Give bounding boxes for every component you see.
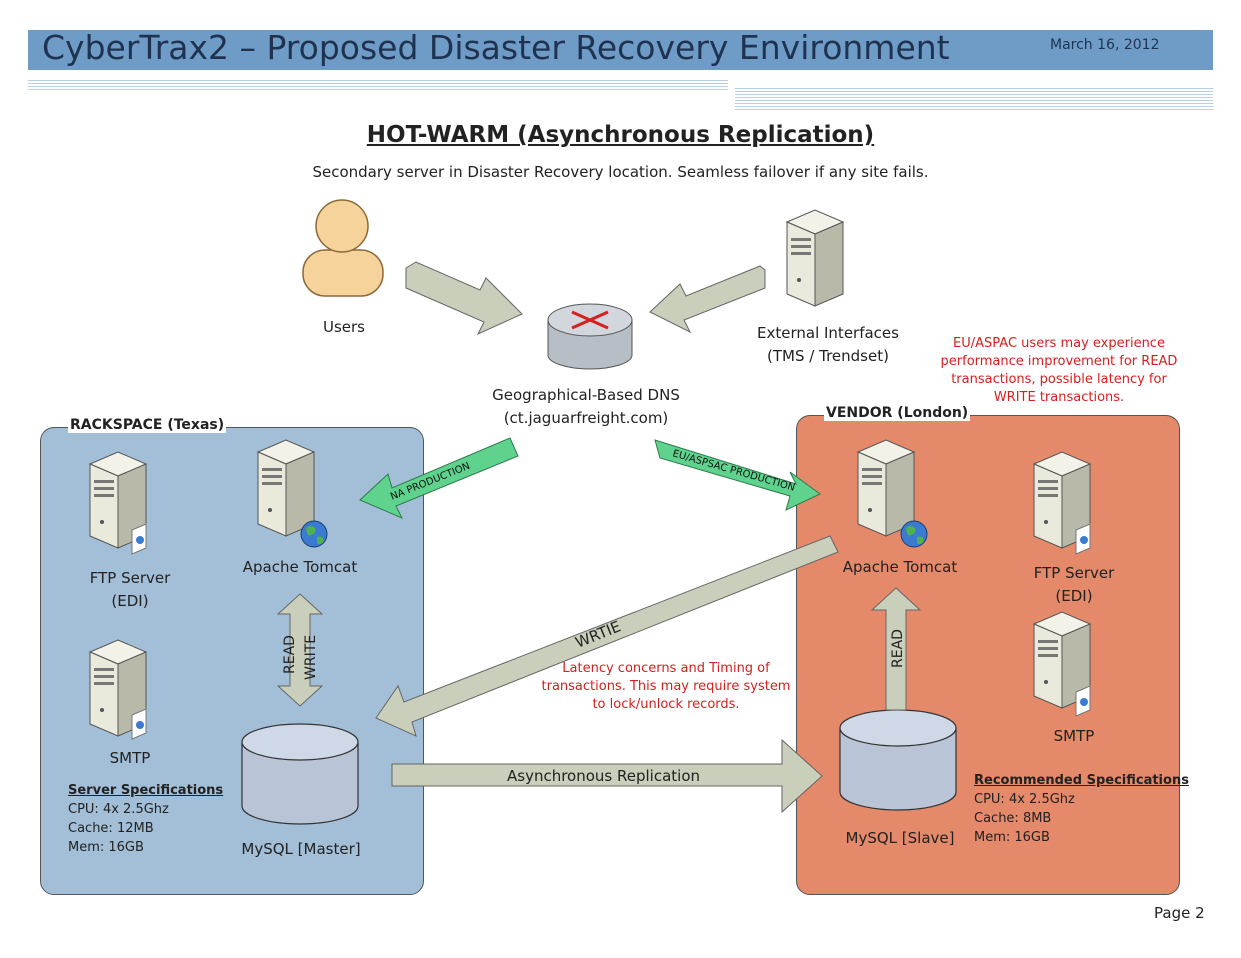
ftp-server-sublabel: (EDI) [111, 592, 149, 610]
external-server-icon [786, 209, 844, 307]
spec-cache: Cache: 12MB [68, 821, 154, 836]
na-production-label: NA PRODUCTION [389, 461, 472, 503]
tomcat-server-icon [257, 439, 315, 537]
server-specifications: Server Specifications CPU: 4x 2.5Ghz Cac… [68, 781, 223, 857]
globe-icon [900, 520, 928, 548]
rackspace-label: RACKSPACE (Texas) [68, 417, 227, 433]
dns-sublabel: (ct.jaguarfreight.com) [503, 409, 669, 427]
header-stripes [735, 88, 1213, 110]
note-line: Latency concerns and Timing of [562, 661, 770, 676]
users-label: Users [322, 318, 365, 336]
note-line: EU/ASPAC users may experience [953, 336, 1165, 351]
note-line: WRITE transactions. [993, 390, 1125, 405]
header-bar [28, 30, 1213, 70]
page-date: March 16, 2012 [1050, 37, 1160, 53]
spec-mem: Mem: 16GB [68, 840, 144, 855]
smtp-label: SMTP [1053, 727, 1095, 745]
tomcat-server-icon [857, 439, 915, 537]
page-title: CyberTrax2 – Proposed Disaster Recovery … [42, 28, 950, 67]
ftp-server-sublabel: (EDI) [1055, 587, 1093, 605]
diagram-title: HOT-WARM (Asynchronous Replication) [366, 122, 875, 148]
external-interfaces-label: External Interfaces [757, 324, 899, 342]
note-line: transactions. This may require system [541, 679, 791, 694]
write-cross-arrow [375, 535, 839, 737]
read-write-arrow [276, 593, 324, 707]
vendor-label: VENDOR (London) [824, 405, 971, 421]
recommended-specifications: Recommended Specifications CPU: 4x 2.5Gh… [974, 771, 1189, 847]
eu-latency-note: EU/ASPAC users may experience performanc… [916, 335, 1202, 407]
external-to-dns-arrow [649, 265, 766, 334]
write-latency-note: Latency concerns and Timing of transacti… [526, 660, 806, 714]
ftp-server-label: FTP Server [1033, 564, 1115, 582]
write-left-label: WRITE [303, 635, 319, 680]
mysql-master-label: MySQL [Master] [241, 840, 361, 858]
router-icon [547, 303, 633, 370]
specs-title: Recommended Specifications [974, 773, 1189, 788]
header-stripes [28, 78, 728, 90]
spec-cache: Cache: 8MB [974, 811, 1052, 826]
diagram-subtitle: Secondary server in Disaster Recovery lo… [312, 163, 929, 181]
note-line: transactions, possible latency for [951, 372, 1167, 387]
spec-mem: Mem: 16GB [974, 830, 1050, 845]
mysql-master-database-icon [241, 723, 359, 825]
read-left-label: READ [282, 635, 298, 674]
eu-production-label: EU/ASPSAC PRODUCTION [671, 448, 796, 494]
mysql-slave-label: MySQL [Slave] [845, 829, 955, 847]
specs-title: Server Specifications [68, 783, 224, 798]
read-right-label: READ [890, 629, 906, 668]
async-replication-arrow [391, 738, 823, 814]
spec-cpu: CPU: 4x 2.5Ghz [974, 792, 1075, 807]
dns-label: Geographical-Based DNS [492, 386, 680, 404]
ftp-server-label: FTP Server [89, 569, 171, 587]
async-replication-label: Asynchronous Replication [507, 767, 700, 785]
apache-tomcat-label: Apache Tomcat [242, 558, 358, 576]
external-interfaces-sublabel: (TMS / Trendset) [767, 347, 889, 365]
globe-icon [300, 520, 328, 548]
user-icon [302, 199, 384, 297]
users-to-dns-arrow [405, 261, 523, 336]
page-number: Page 2 [1154, 904, 1205, 922]
read-arrow [870, 587, 922, 711]
note-line: to lock/unlock records. [592, 697, 740, 712]
na-production-arrow [359, 437, 519, 519]
note-line: performance improvement for READ [940, 354, 1178, 369]
apache-tomcat-label: Apache Tomcat [842, 558, 958, 576]
smtp-label: SMTP [109, 749, 151, 767]
mysql-slave-database-icon [839, 709, 957, 811]
eu-production-arrow [654, 439, 821, 511]
spec-cpu: CPU: 4x 2.5Ghz [68, 802, 169, 817]
